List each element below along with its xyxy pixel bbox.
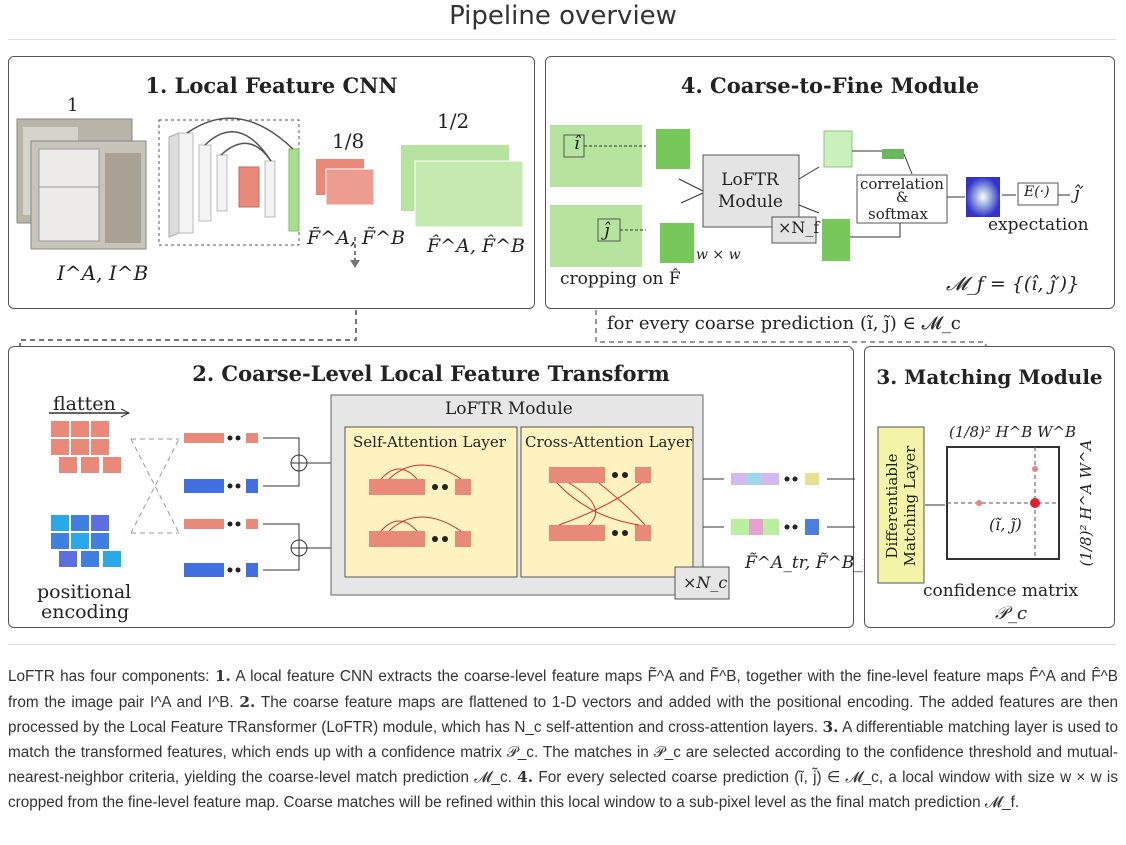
input-image-pair xyxy=(16,118,147,250)
coarse-transform-title: 2. Coarse-Level Local Feature Transform xyxy=(192,361,670,386)
j-prime-label: ĵ′ xyxy=(1074,183,1084,204)
softmax-label: softmax xyxy=(868,205,928,223)
caption-step-4: 4. xyxy=(517,768,534,786)
nf-repeat-box xyxy=(771,216,817,244)
matching-module-panel: 3. Matching Module Differentiable Matchi… xyxy=(864,346,1115,628)
self-attention-box xyxy=(344,426,518,578)
cross-attention-box xyxy=(520,426,694,578)
match-point-label: (ĩ, j̃) xyxy=(989,515,1022,534)
positional-grid xyxy=(51,515,121,567)
match-point xyxy=(1030,498,1040,508)
fine-loftr-module-label: LoFTR Module xyxy=(718,170,783,212)
nc-repeat-label: ×N_c xyxy=(683,573,728,592)
transform-graphic xyxy=(49,394,855,600)
scale-1-label: 1 xyxy=(67,95,79,116)
local-feature-cnn-panel: 1. Local Feature CNN xyxy=(8,56,535,309)
cross-attention-label: Cross-Attention Layer xyxy=(525,433,693,451)
window-size-label: w × w xyxy=(696,247,741,263)
scale-1-2-label: 1/2 xyxy=(437,109,470,133)
coarse-to-fine-title: 4. Coarse-to-Fine Module xyxy=(680,73,980,98)
encoding-label: encoding xyxy=(41,601,130,623)
expectation-fn-label: E(·) xyxy=(1024,184,1050,200)
cnn-layers xyxy=(168,117,300,238)
coarse-feature-map-b xyxy=(325,168,375,206)
expectation-label: expectation xyxy=(988,215,1089,235)
coarse-to-fine-panel: 4. Coarse-to-Fine Module î xyxy=(545,56,1115,309)
differentiable-matching-layer-box xyxy=(877,426,925,584)
token-rows xyxy=(184,433,258,577)
amp-label: & xyxy=(896,190,909,206)
local-feature-cnn-title: 1. Local Feature CNN xyxy=(145,73,398,98)
fine-feature-label: F̂^A, F̂^B xyxy=(427,235,525,257)
pc-label: 𝒫_c xyxy=(995,603,1028,624)
self-attention-label: Self-Attention Layer xyxy=(353,433,506,451)
nf-repeat-label: ×N_f xyxy=(778,218,820,237)
coarse-to-fine-graphic xyxy=(550,125,1070,267)
fine-loftr-module-box xyxy=(702,154,800,228)
feature-cube-i xyxy=(823,130,853,168)
cropping-label: cropping on F̂ xyxy=(560,269,681,289)
side-dimension-label: (1/8)² H^A W^A xyxy=(1077,439,1095,567)
flatten-grid xyxy=(51,421,121,473)
expectation-box xyxy=(1017,182,1059,206)
caption-divider xyxy=(8,644,1116,645)
scale-1-8-label: 1/8 xyxy=(332,129,365,153)
i-hat-label: î xyxy=(574,133,580,154)
matching-graphic xyxy=(877,426,1060,584)
caption-step-2: 2. xyxy=(239,692,256,711)
j-hat-label: ĵ xyxy=(604,220,610,241)
cross-attention-graphic xyxy=(549,467,651,541)
token-j xyxy=(660,223,694,263)
local-cnn-graphic xyxy=(16,117,524,268)
caption-text-1: A local feature CNN extracts the coarse-… xyxy=(8,668,1119,711)
feature-cube-j xyxy=(822,219,850,261)
correlation-label: correlation xyxy=(860,175,944,193)
dml-line-1: Differentiable xyxy=(883,453,901,559)
caption-step-1: 1. xyxy=(214,667,231,685)
confidence-matrix-label: confidence matrix xyxy=(923,581,1079,601)
nc-repeat-box xyxy=(674,566,730,600)
caption-text-3: A differentiable matching layer is used … xyxy=(8,719,1118,786)
crop-window-j xyxy=(550,205,642,267)
transformed-features-label: F̃^A_tr, F̃^B_tr xyxy=(745,553,878,573)
connector-lines xyxy=(19,310,991,360)
caption-text-2: The coarse feature maps are flattened to… xyxy=(8,693,1118,737)
self-attention-graphic xyxy=(369,464,471,547)
coarse-transform-panel: 2. Coarse-Level Local Feature Transform xyxy=(8,346,878,628)
dml-line-2: Matching Layer xyxy=(901,445,919,567)
token-i xyxy=(656,129,690,169)
input-image-label: I^A, I^B xyxy=(57,261,149,285)
caption-text-4: For every selected coarse prediction (ĩ,… xyxy=(8,769,1118,811)
caption-intro: LoFTR has four components: xyxy=(8,668,215,685)
side-dim-wrap: (1/8)² H^A W^A xyxy=(1071,440,1101,567)
figure-caption: LoFTR has four components: 1. A local fe… xyxy=(8,664,1118,815)
dml-label-wrap: Differentiable Matching Layer xyxy=(879,431,923,581)
heatmap-icon xyxy=(966,177,1000,217)
title-divider xyxy=(8,39,1116,40)
down-arrow-icon xyxy=(350,260,360,268)
page-title: Pipeline overview xyxy=(449,1,677,31)
coarse-loftr-module-label: LoFTR Module xyxy=(445,399,573,419)
top-dimension-label: (1/8)² H^B W^B xyxy=(949,423,1077,441)
flatten-label: flatten xyxy=(53,393,116,415)
mf-label: 𝓜_f = {(î, ĵ′)} xyxy=(946,273,1080,295)
fine-feature-map-b xyxy=(414,160,524,228)
caption-step-3: 3. xyxy=(822,718,839,736)
every-prediction-label: for every coarse prediction (ĩ, j̃) ∈ 𝓜_… xyxy=(607,313,961,334)
transformed-tokens xyxy=(731,473,819,535)
coarse-feature-label: F̃^A, F̃^B xyxy=(307,227,405,249)
correlation-softmax-box xyxy=(856,174,948,224)
positional-label: positional xyxy=(37,581,132,603)
matching-module-title: 3. Matching Module xyxy=(876,365,1103,389)
